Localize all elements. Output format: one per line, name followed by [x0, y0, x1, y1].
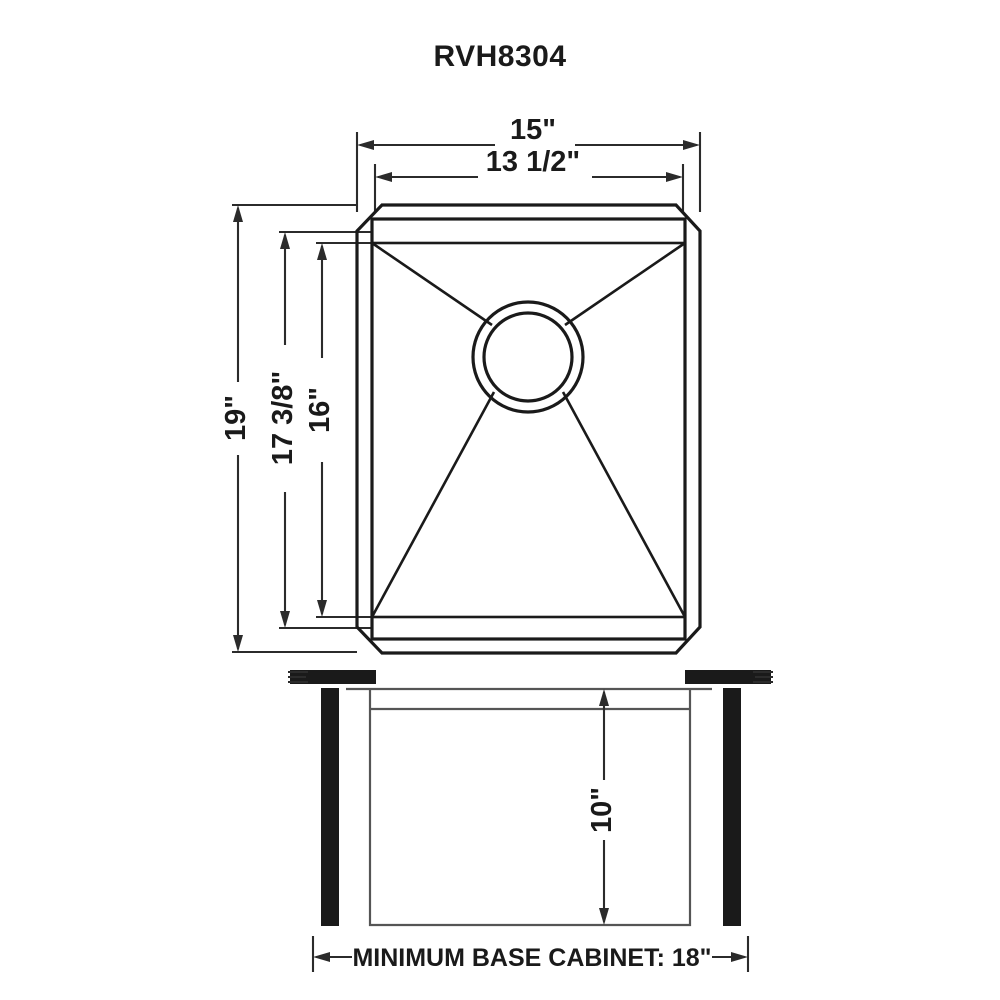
overall-width-dimension: 15" — [355, 114, 702, 212]
sink-outer-rim — [355, 203, 702, 655]
slope-line-bottom-left — [370, 391, 496, 618]
dim-label-bowl-flat: 16" — [304, 387, 336, 433]
bowl-length-dimension: 17 3/8" — [267, 230, 372, 630]
slope-line-top-right — [564, 241, 686, 327]
arrow-bottom-16 — [317, 600, 327, 617]
arrow-top-19 — [233, 205, 243, 222]
slope-line-top-left — [371, 241, 493, 327]
dim-label-overall-width: 15" — [510, 114, 556, 146]
arrow-top-10 — [599, 689, 609, 706]
sink-inner-rim — [370, 217, 687, 641]
dim-label-bowl-width: 13 1/2" — [486, 146, 580, 178]
arrow-left-135 — [375, 172, 392, 182]
dim-label-base-cabinet: MINIMUM BASE CABINET: 18" — [352, 944, 711, 972]
drain-inner-ring — [482, 311, 574, 403]
drain-outer-ring — [471, 300, 585, 414]
dim-label-bowl-length: 17 3/8" — [267, 371, 299, 465]
dim-label-overall-length: 19" — [220, 395, 252, 441]
arrow-left-15 — [357, 140, 374, 150]
arrow-top-16 — [317, 243, 327, 260]
dim-label-bowl-depth: 10" — [586, 787, 618, 833]
arrow-top-1738 — [280, 232, 290, 249]
countertop-edge-right — [685, 670, 771, 684]
sink-bowl-bottom — [370, 241, 687, 619]
cabinet-wall-left — [321, 688, 339, 926]
bowl-flat-dimension: 16" — [304, 241, 372, 619]
arrow-right-15 — [683, 140, 700, 150]
countertop-edge-left — [290, 670, 376, 684]
sink-plan-view — [355, 203, 702, 655]
cabinet-wall-right — [723, 688, 741, 926]
arrow-bottom-1738 — [280, 611, 290, 628]
arrow-right-cabinet — [731, 952, 748, 962]
slope-line-bottom-right — [561, 391, 687, 618]
bowl-width-dimension: 13 1/2" — [373, 146, 685, 212]
arrow-right-135 — [666, 172, 683, 182]
bowl-depth-dimension: 10" — [586, 689, 618, 925]
basin-outline — [368, 689, 692, 927]
overall-length-dimension: 19" — [220, 203, 357, 654]
page-title: RVH8304 — [433, 40, 567, 73]
arrow-bottom-19 — [233, 635, 243, 652]
arrow-bottom-10 — [599, 908, 609, 925]
base-cabinet-dimension: MINIMUM BASE CABINET: 18" — [311, 936, 750, 972]
arrow-left-cabinet — [313, 952, 330, 962]
cabinet-elevation-view: 10" MINIMUM BASE CABINET: 18" — [288, 670, 773, 972]
